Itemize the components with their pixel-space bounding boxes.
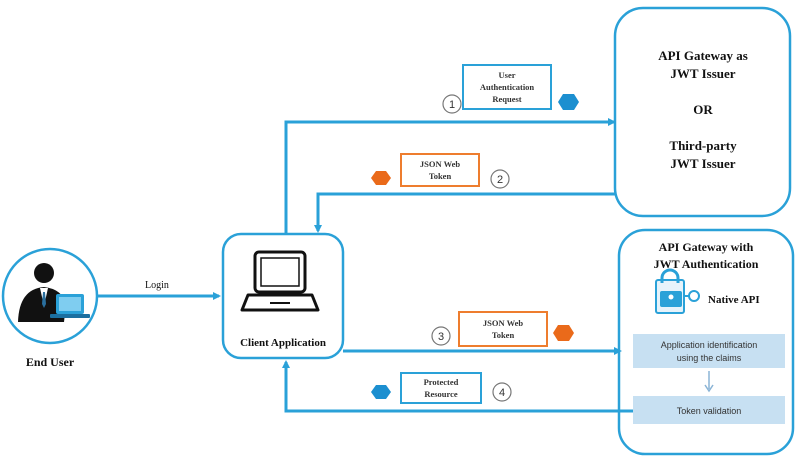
flow-3-label-line1: JSON Web (483, 318, 524, 328)
login-label: Login (145, 280, 169, 291)
flow-1-label-line1: User (499, 70, 516, 80)
flow-4-arrow (282, 360, 633, 413)
step-number-4 (492, 382, 512, 402)
issuer-line2: JWT Issuer (670, 66, 735, 81)
token-validation-step (633, 396, 785, 424)
gateway-title2: JWT Authentication (654, 257, 759, 271)
flow-1-label-line3: Request (492, 94, 521, 104)
blue-token-hexagon-icon (371, 385, 391, 399)
end-user: End User (1, 247, 99, 369)
flow-4-label-box (400, 372, 482, 404)
flow-4: Protected Resource 4 (371, 372, 512, 404)
step-number-3 (431, 326, 451, 346)
api-gateway: API Gateway with JWT Authentication Nati… (617, 228, 795, 456)
laptop-icon (240, 250, 320, 312)
client-application: Client Application (221, 232, 345, 360)
blue-token-hexagon-icon (558, 94, 579, 110)
login-flow: Login (98, 280, 221, 300)
flow-4-label-line1: Protected (424, 377, 459, 387)
app-identification-line1: Application identification (661, 340, 758, 350)
flow-1-label-line2: Authentication (480, 82, 535, 92)
app-identification-step (633, 334, 785, 368)
flow-1-label-box (462, 64, 552, 110)
step-number-4-text: 4 (499, 387, 505, 399)
end-user-label: End User (26, 355, 75, 369)
flow-3-label-line2: Token (492, 330, 515, 340)
jwt-issuer: API Gateway as JWT Issuer OR Third-party… (613, 6, 792, 218)
step-number-2-text: 2 (497, 174, 503, 186)
step-number-2 (490, 169, 510, 189)
step-number-1-text: 1 (449, 99, 455, 111)
step-number-1 (442, 94, 462, 114)
flow-2-arrow (314, 192, 615, 233)
flow-2-label-box (400, 153, 480, 187)
padlock-key-icon (655, 268, 700, 314)
issuer-or: OR (693, 102, 713, 117)
flow-1: 1 User Authentication Request (442, 64, 579, 114)
flow-2: JSON Web Token 2 (371, 153, 510, 189)
flow-2-label-line2: Token (429, 171, 452, 181)
flow-3: 3 JSON Web Token (431, 311, 574, 347)
app-identification-line2: using the claims (677, 353, 742, 363)
flow-3-label-box (458, 311, 548, 347)
flow-4-label-line2: Resource (424, 389, 458, 399)
flow-1-arrow (284, 118, 616, 234)
step-number-3-text: 3 (438, 331, 444, 343)
gateway-title1: API Gateway with (659, 240, 754, 254)
native-api-label: Native API (708, 294, 760, 306)
step-connector-arrowhead (704, 384, 714, 393)
orange-token-hexagon-icon (553, 325, 574, 341)
issuer-box (613, 6, 792, 218)
issuer-line4: JWT Issuer (670, 156, 735, 171)
issuer-line3: Third-party (669, 138, 737, 153)
flow-2-label-line1: JSON Web (420, 159, 461, 169)
user-at-laptop-icon (18, 263, 90, 322)
orange-token-hexagon-icon (371, 171, 391, 185)
issuer-line1: API Gateway as (658, 48, 748, 63)
client-label: Client Application (240, 337, 326, 349)
token-validation-label: Token validation (677, 406, 742, 416)
